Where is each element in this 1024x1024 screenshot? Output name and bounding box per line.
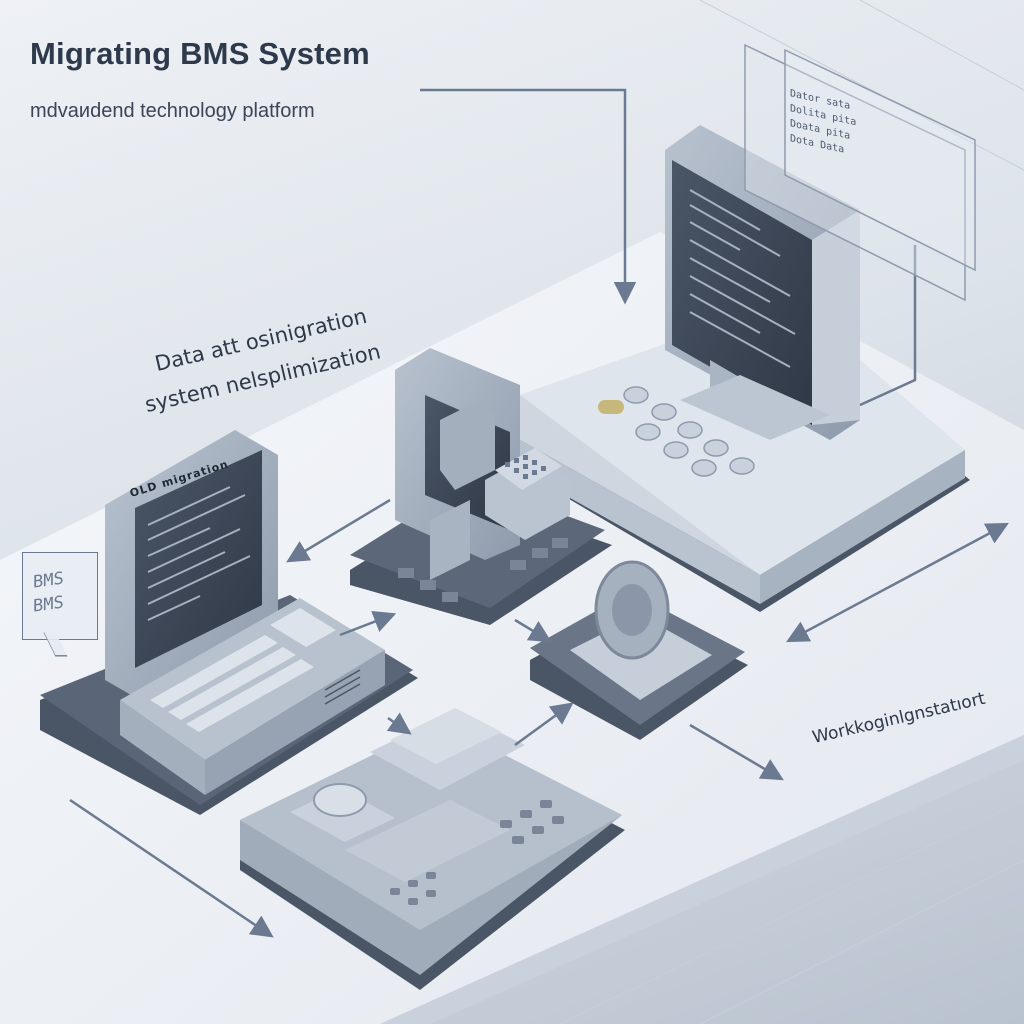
grid-chip: [505, 455, 546, 479]
button-icon: [623, 386, 755, 477]
legacy-computer: [40, 430, 418, 815]
control-console: [240, 708, 625, 990]
background-lines: [559, 0, 1024, 1024]
screen-text-lines: [689, 189, 796, 368]
arrow-icon: [69, 88, 1009, 938]
page-subtitle: mdvaиdend technology platform: [30, 100, 315, 122]
middle-device: [350, 348, 612, 625]
speech-bubble: BMS BMS: [22, 552, 98, 640]
platform-shadow-edge: [380, 735, 1024, 1024]
dial-device: [530, 560, 748, 740]
hud-panel: [744, 43, 976, 302]
legacy-screen: [135, 450, 262, 668]
status-led: [598, 400, 624, 414]
page-title: Migrating BMS System: [30, 36, 370, 71]
